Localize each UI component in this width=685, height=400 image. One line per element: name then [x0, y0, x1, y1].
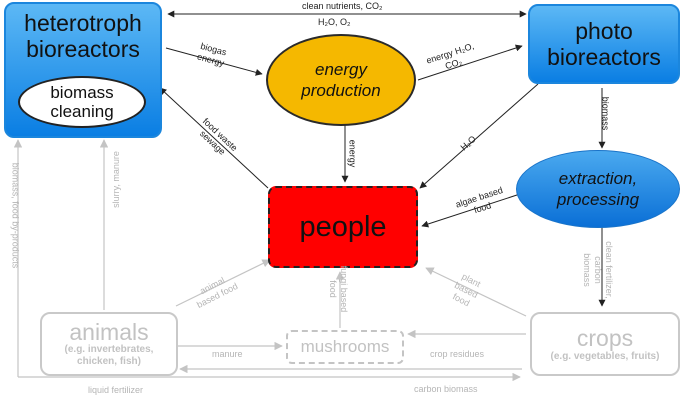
label-slurry-manure: slurry, manure [110, 151, 121, 208]
photo-title: photo bioreactors [547, 18, 661, 70]
biomass-cleaning-ellipse: biomass cleaning [18, 76, 146, 128]
heterotroph-bioreactors-box: heterotroph bioreactors biomass cleaning [4, 2, 162, 138]
photo-bioreactors-box: photo bioreactors [528, 4, 680, 84]
mushrooms-label: mushrooms [300, 337, 390, 356]
arrow-plant-food [425, 267, 527, 317]
label-top-water: H₂O, O₂ [318, 17, 351, 27]
arrow-food-waste [159, 87, 269, 189]
arrow-biogas [165, 47, 263, 76]
label-biomass: biomass [600, 96, 611, 131]
energy-production-label: energy production [301, 60, 381, 100]
extraction-processing-label: extraction, processing [556, 169, 640, 209]
arrow-algae-food [421, 193, 521, 228]
label-clean-fertilizer: clean fertilizer, carbon biomass [582, 241, 614, 299]
animals-title: animals [69, 319, 149, 345]
label-manure: manure [212, 349, 243, 359]
biomass-cleaning-label: biomass cleaning [50, 83, 114, 121]
arrow-h2o [419, 83, 539, 189]
animals-box: animals (e.g. invertebrates, chicken, fi… [40, 312, 178, 376]
arrow-animal-food [175, 259, 271, 307]
extraction-processing-ellipse: extraction, processing [516, 150, 680, 228]
label-top-nutrients: clean nutrients, CO₂ [302, 1, 383, 11]
label-fungi-food: fungi based food [328, 265, 349, 313]
label-crop-residues: crop residues [430, 349, 485, 359]
people-label: people [299, 210, 387, 243]
people-box: people [268, 186, 418, 268]
arrow-energy-photo [417, 44, 523, 81]
crops-box: crops (e.g. vegetables, fruits) [530, 312, 680, 376]
heterotroph-title: heterotroph bioreactors [24, 10, 142, 62]
energy-production-ellipse: energy production [266, 34, 416, 126]
crops-title: crops [576, 325, 634, 351]
label-carbon-biomass: carbon biomass [414, 384, 478, 394]
label-biomass-byproducts: biomass, food by-products [10, 162, 21, 269]
label-energy-down: energy [347, 139, 358, 168]
animals-sub: (e.g. invertebrates, chicken, fish) [64, 344, 154, 367]
crops-sub: (e.g. vegetables, fruits) [550, 351, 660, 362]
label-liquid-fertilizer: liquid fertilizer [88, 385, 144, 395]
mushrooms-box: mushrooms [286, 330, 404, 364]
